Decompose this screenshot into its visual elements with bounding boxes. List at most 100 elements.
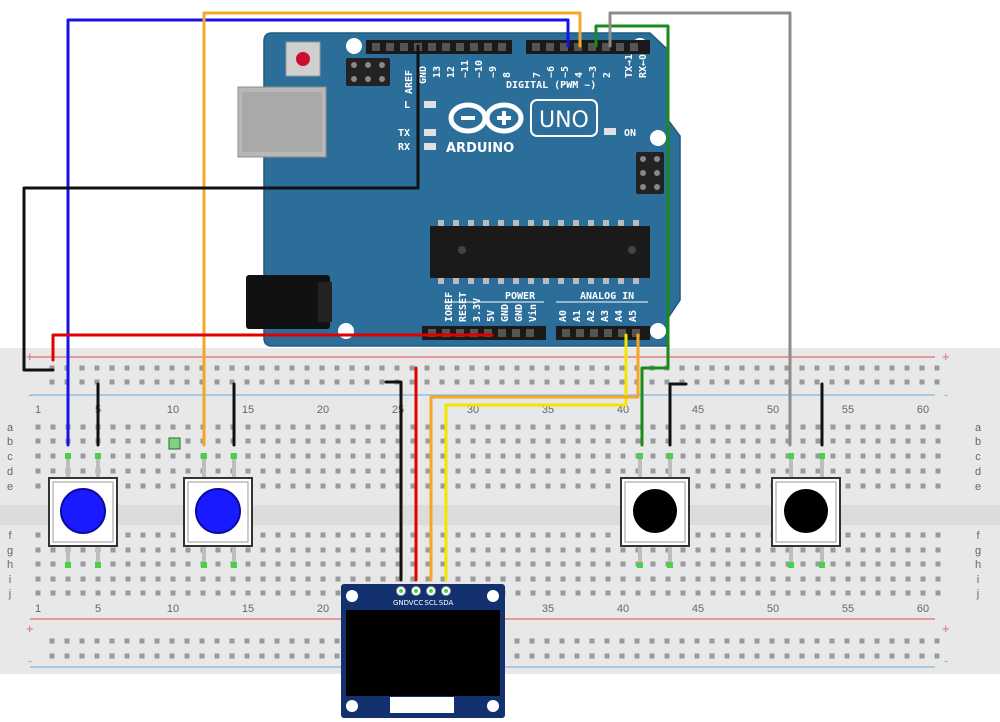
push-button-2[interactable] bbox=[183, 477, 253, 547]
breadboard-hole bbox=[935, 424, 941, 430]
column-number: 1 bbox=[35, 404, 41, 416]
header-pin bbox=[526, 329, 534, 337]
breadboard-hole bbox=[365, 468, 371, 474]
breadboard-hole bbox=[335, 576, 341, 582]
breadboard-hole bbox=[170, 483, 176, 489]
breadboard-hole bbox=[680, 424, 686, 430]
wire-blue-button1-d5[interactable] bbox=[66, 18, 570, 447]
push-button-3[interactable] bbox=[620, 477, 690, 547]
button-cap[interactable] bbox=[61, 489, 105, 533]
breadboard-hole bbox=[50, 424, 56, 430]
rail-hole bbox=[844, 379, 850, 385]
tx-led bbox=[424, 129, 436, 136]
breadboard-hole bbox=[770, 468, 776, 474]
breadboard-hole bbox=[485, 532, 491, 538]
chip-pin bbox=[633, 220, 639, 226]
breadboard-hole bbox=[800, 468, 806, 474]
wire-red-5v-rail[interactable] bbox=[51, 333, 494, 362]
header-pin bbox=[632, 329, 640, 337]
column-number: 50 bbox=[767, 603, 779, 615]
wire-yellow-sda-a4[interactable] bbox=[444, 333, 628, 582]
breadboard-hole bbox=[365, 438, 371, 444]
button-leg-pin bbox=[788, 453, 794, 459]
rail-plus-top-right: + bbox=[942, 349, 950, 364]
selection-marker[interactable] bbox=[168, 437, 181, 450]
breadboard-hole bbox=[110, 424, 116, 430]
breadboard-hole bbox=[920, 438, 926, 444]
breadboard-hole bbox=[860, 453, 866, 459]
rail-hole bbox=[49, 638, 55, 644]
breadboard-hole bbox=[125, 438, 131, 444]
header-pin bbox=[590, 329, 598, 337]
breadboard-hole bbox=[410, 468, 416, 474]
button-cap[interactable] bbox=[196, 489, 240, 533]
breadboard-hole bbox=[365, 424, 371, 430]
chip-pin bbox=[543, 220, 549, 226]
rail-hole bbox=[919, 365, 925, 371]
rail-hole bbox=[694, 365, 700, 371]
breadboard-hole bbox=[440, 561, 446, 567]
breadboard-hole bbox=[530, 424, 536, 430]
breadboard-hole bbox=[845, 453, 851, 459]
breadboard-hole bbox=[80, 438, 86, 444]
breadboard-hole bbox=[95, 576, 101, 582]
breadboard-hole bbox=[50, 561, 56, 567]
breadboard-hole bbox=[830, 561, 836, 567]
breadboard-hole bbox=[620, 453, 626, 459]
breadboard-hole bbox=[605, 547, 611, 553]
breadboard-hole bbox=[155, 576, 161, 582]
wire-black-gnd-rail[interactable] bbox=[22, 44, 420, 372]
breadboard-hole bbox=[845, 468, 851, 474]
rail-hole bbox=[604, 653, 610, 659]
breadboard-hole bbox=[275, 576, 281, 582]
button-cap[interactable] bbox=[633, 489, 677, 533]
reset-button-cap[interactable] bbox=[296, 52, 310, 66]
oled-pin-label: GND bbox=[393, 599, 409, 607]
breadboard-hole bbox=[875, 590, 881, 596]
breadboard-hole bbox=[425, 468, 431, 474]
breadboard-hole bbox=[575, 453, 581, 459]
breadboard-hole bbox=[845, 547, 851, 553]
wire-orange-scl-a5[interactable] bbox=[429, 333, 640, 582]
breadboard-hole bbox=[125, 590, 131, 596]
breadboard-hole bbox=[500, 576, 506, 582]
row-letter: d bbox=[975, 466, 981, 478]
breadboard-hole bbox=[650, 468, 656, 474]
breadboard-hole bbox=[515, 590, 521, 596]
rail-hole bbox=[244, 653, 250, 659]
push-button-4[interactable] bbox=[771, 477, 841, 547]
breadboard-hole bbox=[35, 438, 41, 444]
rail-hole bbox=[49, 653, 55, 659]
rail-hole bbox=[199, 379, 205, 385]
wire-green-button3-d3[interactable] bbox=[594, 24, 670, 447]
breadboard-hole bbox=[335, 547, 341, 553]
wire-black-oled-gnd[interactable] bbox=[384, 380, 403, 582]
breadboard-hole bbox=[395, 532, 401, 538]
wire-gray-button4-d2[interactable] bbox=[608, 11, 792, 447]
mounting-hole bbox=[346, 38, 362, 54]
breadboard-hole bbox=[905, 547, 911, 553]
breadboard-hole bbox=[815, 547, 821, 553]
breadboard-hole bbox=[845, 561, 851, 567]
row-letter: i bbox=[9, 574, 11, 586]
breadboard-hole bbox=[935, 468, 941, 474]
push-button-1[interactable] bbox=[48, 477, 118, 547]
button-leg bbox=[232, 547, 236, 567]
breadboard-hole bbox=[380, 453, 386, 459]
arduino-logo-text: ARDUINO bbox=[446, 141, 514, 156]
rail-hole bbox=[214, 379, 220, 385]
breadboard-hole bbox=[620, 561, 626, 567]
breadboard-hole bbox=[620, 547, 626, 553]
wire-black-button3-gnd[interactable] bbox=[668, 382, 688, 447]
rail-hole bbox=[844, 638, 850, 644]
analog-pin-label: A4 bbox=[614, 310, 625, 322]
breadboard-hole bbox=[875, 547, 881, 553]
breadboard-hole bbox=[305, 438, 311, 444]
wire-orange-button2-d4[interactable] bbox=[202, 11, 582, 447]
icsp2-header bbox=[636, 152, 664, 194]
row-letter: c bbox=[975, 451, 981, 463]
breadboard-hole bbox=[695, 576, 701, 582]
button-cap[interactable] bbox=[784, 489, 828, 533]
